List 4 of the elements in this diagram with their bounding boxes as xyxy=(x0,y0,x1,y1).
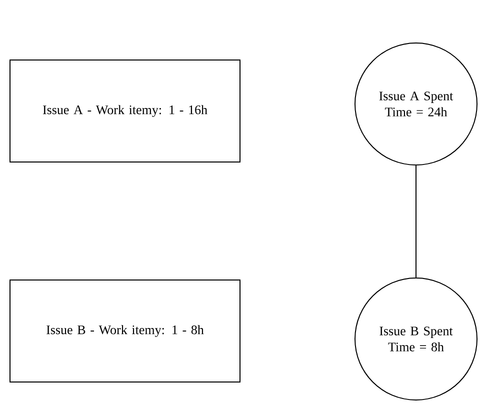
process-box: Issue B - Work itemy: 1 - 8h xyxy=(10,280,240,382)
circle-node: Issue B Spent Time = 8h xyxy=(354,278,478,400)
process-box: Issue A - Work itemy: 1 - 16h xyxy=(10,60,240,162)
circle-node: Issue A Spent Time = 24h xyxy=(354,42,478,166)
